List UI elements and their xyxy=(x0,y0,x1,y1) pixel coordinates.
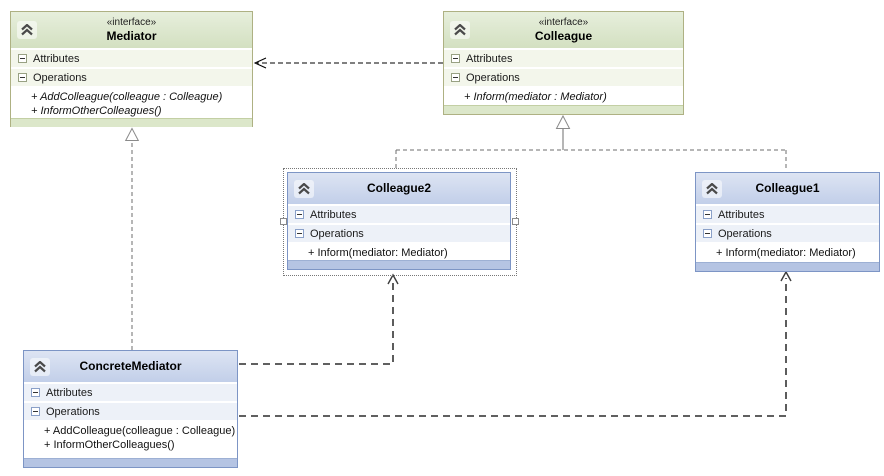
collapse-minus-icon[interactable] xyxy=(295,229,304,238)
operations-row[interactable]: Operations xyxy=(696,225,879,242)
collapse-minus-icon[interactable] xyxy=(18,73,27,82)
operations-row[interactable]: Operations xyxy=(288,225,510,242)
class-box-colleague[interactable]: «interface» Colleague Attributes Operati… xyxy=(443,11,684,115)
operations-label: Operations xyxy=(466,71,520,84)
resize-handle-right[interactable] xyxy=(512,218,519,225)
collapse-minus-icon[interactable] xyxy=(295,210,304,219)
attributes-row[interactable]: Attributes xyxy=(444,50,683,67)
operations-list: + AddColleague(colleague : Colleague) + … xyxy=(24,422,237,452)
attributes-row[interactable]: Attributes xyxy=(24,384,237,401)
operation-item[interactable]: + Inform(mediator : Mediator) xyxy=(464,91,607,103)
operation-item[interactable]: + AddColleague(colleague : Colleague) xyxy=(44,425,236,437)
attributes-label: Attributes xyxy=(46,386,93,399)
operation-item[interactable]: + InformOtherColleagues() xyxy=(44,439,175,451)
operations-list: + AddColleague(colleague : Colleague) + … xyxy=(11,88,252,118)
realization-concretemediator-to-mediator[interactable] xyxy=(124,127,140,351)
operations-label: Operations xyxy=(718,227,772,240)
operations-row[interactable]: Operations xyxy=(24,403,237,420)
box-footer xyxy=(696,262,879,271)
operations-list: + Inform(mediator: Mediator) xyxy=(696,244,879,260)
collapse-minus-icon[interactable] xyxy=(451,54,460,63)
attributes-row[interactable]: Attributes xyxy=(288,206,510,223)
operation-item[interactable]: + InformOtherColleagues() xyxy=(31,105,162,117)
box-footer xyxy=(24,458,237,467)
collapse-chevron-icon[interactable] xyxy=(702,179,722,198)
class-name: Mediator xyxy=(106,28,157,43)
operations-list: + Inform(mediator : Mediator) xyxy=(444,88,683,104)
collapse-minus-icon[interactable] xyxy=(451,73,460,82)
operations-list: + Inform(mediator: Mediator) xyxy=(288,244,510,260)
collapse-minus-icon[interactable] xyxy=(703,229,712,238)
class-box-colleague1[interactable]: Colleague1 Attributes Operations + Infor… xyxy=(695,172,880,272)
class-box-mediator[interactable]: «interface» Mediator Attributes Operatio… xyxy=(10,11,253,127)
association-concretemediator-to-colleague2[interactable] xyxy=(239,273,399,365)
operations-label: Operations xyxy=(310,227,364,240)
operation-item[interactable]: + AddColleague(colleague : Colleague) xyxy=(31,91,223,103)
box-footer xyxy=(288,260,510,269)
realization-colleagues-to-colleague[interactable] xyxy=(395,114,787,171)
class-box-colleague2[interactable]: Colleague2 Attributes Operations + Infor… xyxy=(287,172,511,270)
attributes-label: Attributes xyxy=(33,52,80,65)
operations-row[interactable]: Operations xyxy=(444,69,683,86)
class-name: ConcreteMediator xyxy=(79,359,182,373)
box-footer xyxy=(11,118,252,127)
collapse-chevron-icon[interactable] xyxy=(450,21,470,39)
class-name: Colleague2 xyxy=(366,181,432,195)
class-name: Colleague xyxy=(534,28,593,43)
class-header[interactable]: ConcreteMediator xyxy=(24,351,237,382)
box-footer xyxy=(444,105,683,114)
class-header[interactable]: Colleague2 xyxy=(288,173,510,204)
operation-item[interactable]: + Inform(mediator: Mediator) xyxy=(716,247,856,259)
class-box-concretemediator[interactable]: ConcreteMediator Attributes Operations +… xyxy=(23,350,238,468)
class-name: Colleague1 xyxy=(755,181,820,195)
collapse-minus-icon[interactable] xyxy=(31,388,40,397)
class-header[interactable]: «interface» Colleague xyxy=(444,12,683,48)
class-header[interactable]: «interface» Mediator xyxy=(11,12,252,48)
collapse-chevron-icon[interactable] xyxy=(294,179,314,198)
stereotype-label: «interface» xyxy=(538,16,589,28)
collapse-minus-icon[interactable] xyxy=(703,210,712,219)
collapse-chevron-icon[interactable] xyxy=(17,21,37,39)
attributes-label: Attributes xyxy=(466,52,513,65)
attributes-label: Attributes xyxy=(310,208,357,221)
collapse-chevron-icon[interactable] xyxy=(30,357,50,376)
collapse-minus-icon[interactable] xyxy=(31,407,40,416)
operations-label: Operations xyxy=(46,405,100,418)
resize-handle-left[interactable] xyxy=(280,218,287,225)
collapse-minus-icon[interactable] xyxy=(18,54,27,63)
attributes-label: Attributes xyxy=(718,208,765,221)
operations-row[interactable]: Operations xyxy=(11,69,252,86)
attributes-row[interactable]: Attributes xyxy=(11,50,252,67)
class-header[interactable]: Colleague1 xyxy=(696,173,879,204)
association-concretemediator-to-colleague1[interactable] xyxy=(239,270,792,417)
stereotype-label: «interface» xyxy=(106,16,157,28)
dependency-colleague-to-mediator[interactable] xyxy=(253,57,443,69)
attributes-row[interactable]: Attributes xyxy=(696,206,879,223)
operation-item[interactable]: + Inform(mediator: Mediator) xyxy=(308,247,448,259)
operations-label: Operations xyxy=(33,71,87,84)
